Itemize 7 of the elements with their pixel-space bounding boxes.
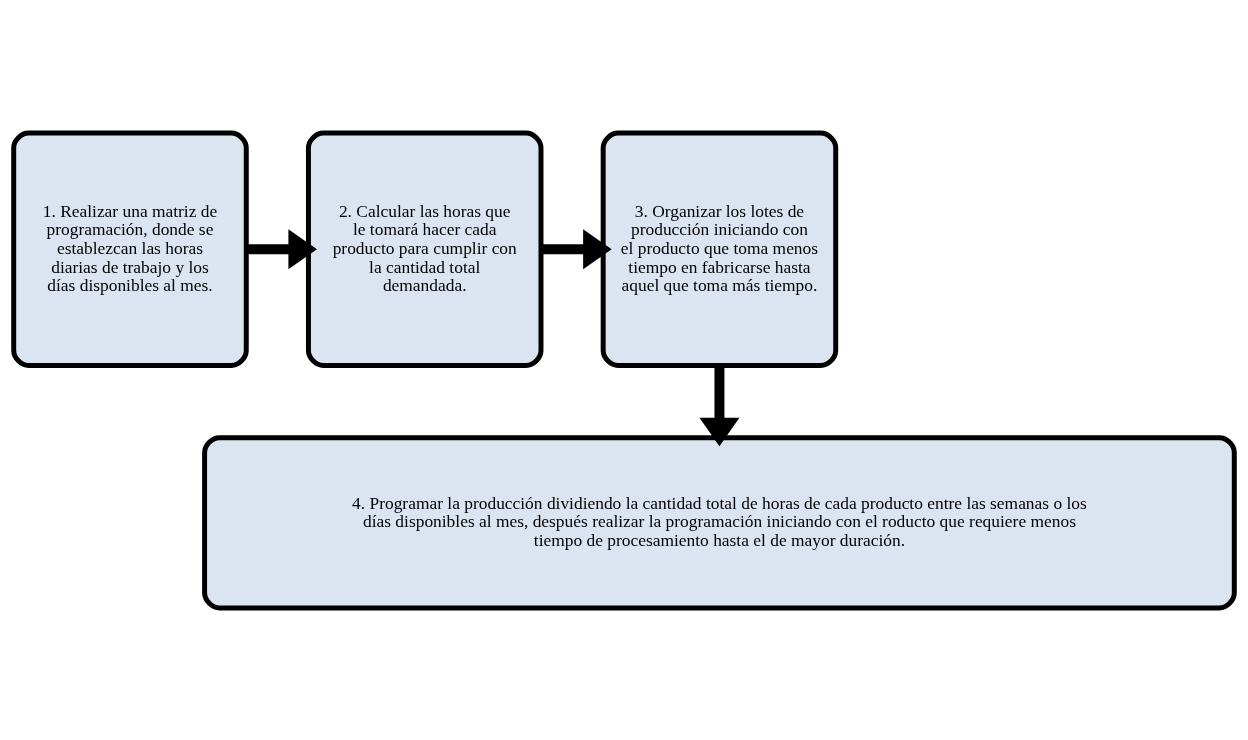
arrow xyxy=(699,365,740,446)
node-box: 3. Organizar los lotes de producción iniciando con el producto que toma menos tiempo en fabricarse hasta aquel que toma más tiempo. xyxy=(600,130,839,368)
node-box: 2. Calcular las horas que le tomará hacer cada producto para cumplir con la cantidad total demandada. xyxy=(305,130,544,368)
node-box: 4. Programar la producción dividiendo la cantidad total de horas de cada producto entre las semanas o los días disponibles al mes, después realizar la programación iniciando con el roducto que requiere menos tiempo de procesamiento hasta el de mayor duración. xyxy=(202,434,1237,610)
arrow xyxy=(541,228,612,269)
arrow xyxy=(246,228,317,269)
node-box: 1. Realizar una matriz de programación, donde se establezcan las horas diarias de trabajo y los días disponibles al mes. xyxy=(11,130,249,368)
